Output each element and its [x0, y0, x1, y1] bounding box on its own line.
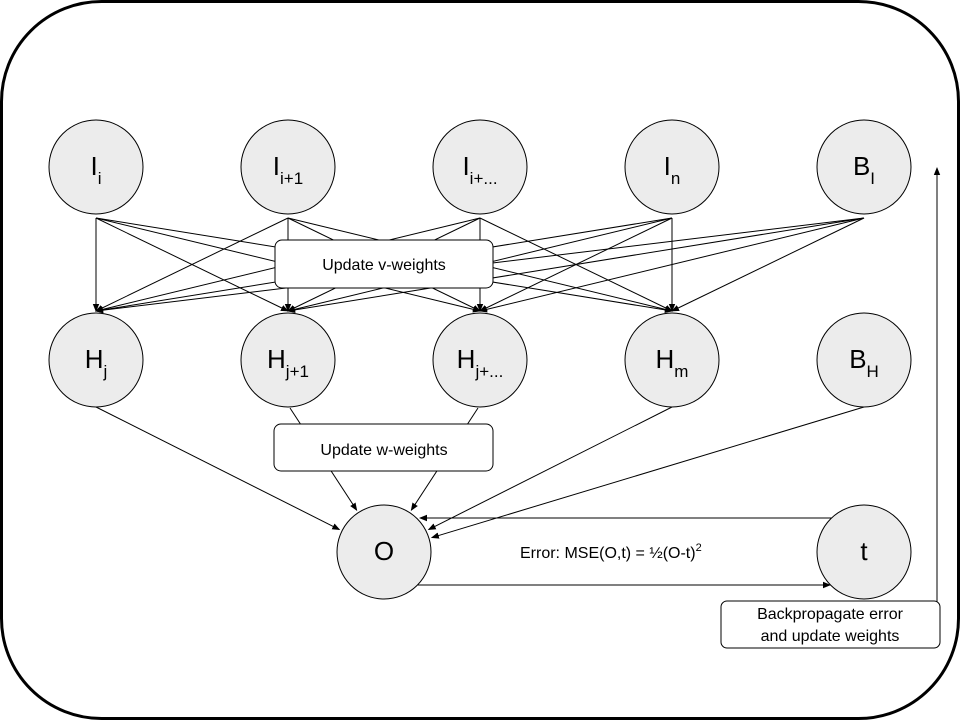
weight-edge-w [430, 406, 865, 539]
error-formula: Error: MSE(O,t) = ½(O-t)2 [520, 542, 702, 562]
target-node: t [816, 504, 912, 600]
hidden-node-4-label: BH [849, 344, 879, 381]
input-node-1: Ii+1 [240, 119, 336, 215]
hidden-node-2: Hj+... [432, 312, 528, 408]
input-node-1-subscript: i+1 [280, 169, 303, 188]
hidden-node-4: BH [816, 312, 912, 408]
input-node-2-label: Ii+... [462, 151, 497, 188]
input-node-1-circle [240, 119, 336, 215]
input-node-2-main: I [462, 151, 469, 181]
hidden-node-1-circle [240, 312, 336, 408]
input-node-4-label: BI [853, 151, 875, 188]
hidden-node-0-subscript: j [103, 362, 108, 381]
hidden-node-2-label: Hj+... [457, 344, 504, 381]
input-node-3-subscript: n [671, 169, 680, 188]
hidden-node-2-circle [432, 312, 528, 408]
backprop-label: Backpropagate error and update weights [720, 600, 941, 649]
output-node-main: O [374, 536, 394, 566]
update-w-weights-label: Update w-weights [273, 423, 494, 472]
output-node-circle [336, 504, 432, 600]
target-node-main: t [860, 536, 868, 566]
hidden-node-3-subscript: m [674, 362, 688, 381]
error-exponent: 2 [696, 542, 702, 554]
hidden-node-4-subscript: H [867, 362, 879, 381]
output-node-label: O [374, 536, 394, 566]
input-node-1-label: Ii+1 [273, 151, 303, 188]
input-node-0-subscript: i [98, 169, 102, 188]
input-node-3: In [624, 119, 720, 215]
update-w-weights-text: Update w-weights [320, 442, 447, 459]
weight-edge-v [479, 217, 865, 313]
input-node-0-label: Ii [90, 151, 101, 188]
hidden-node-3-label: Hm [656, 344, 689, 381]
weight-edge-v [287, 217, 865, 314]
backprop-line1: Backpropagate error [757, 606, 904, 623]
input-node-3-circle [624, 119, 720, 215]
input-node-4-main: B [853, 151, 870, 181]
hidden-node-1-label: Hj+1 [267, 344, 309, 381]
weight-edge-v [95, 217, 289, 312]
hidden-node-0-label: Hj [85, 344, 108, 381]
input-node-1-main: I [273, 151, 280, 181]
hidden-node-4-circle [816, 312, 912, 408]
hidden-node-2-subscript: j+... [474, 362, 503, 381]
weight-edge-w [95, 406, 341, 530]
input-node-0-circle [48, 119, 144, 215]
hidden-node-1-main: H [267, 344, 286, 374]
update-v-weights-text: Update v-weights [322, 257, 446, 274]
input-node-2-subscript: i+... [470, 169, 498, 188]
hidden-node-3-main: H [656, 344, 675, 374]
input-node-4: BI [816, 119, 912, 215]
hidden-node-0: Hj [48, 312, 144, 408]
input-node-4-circle [816, 119, 912, 215]
input-node-0: Ii [48, 119, 144, 215]
hidden-node-4-main: B [849, 344, 866, 374]
hidden-node-3-circle [624, 312, 720, 408]
input-node-3-main: I [664, 151, 671, 181]
hidden-node-0-main: H [85, 344, 104, 374]
weight-edge-v [671, 217, 865, 312]
backprop-line2: and update weights [761, 628, 900, 645]
hidden-node-1: Hj+1 [240, 312, 336, 408]
hidden-node-0-circle [48, 312, 144, 408]
input-node-3-label: In [664, 151, 681, 188]
hidden-node-1-subscript: j+1 [285, 362, 309, 381]
output-node: O [336, 504, 432, 600]
hidden-node-2-main: H [457, 344, 476, 374]
target-node-label: t [860, 536, 868, 566]
input-node-2: Ii+... [432, 119, 528, 215]
update-v-weights-label: Update v-weights [274, 239, 494, 289]
input-node-0-main: I [90, 151, 97, 181]
input-node-4-subscript: I [870, 169, 875, 188]
error-formula-text: Error: MSE(O,t) = ½(O-t) [520, 545, 696, 562]
target-node-circle [816, 504, 912, 600]
weight-edge-w [427, 406, 673, 530]
hidden-node-3: Hm [624, 312, 720, 408]
input-node-2-circle [432, 119, 528, 215]
